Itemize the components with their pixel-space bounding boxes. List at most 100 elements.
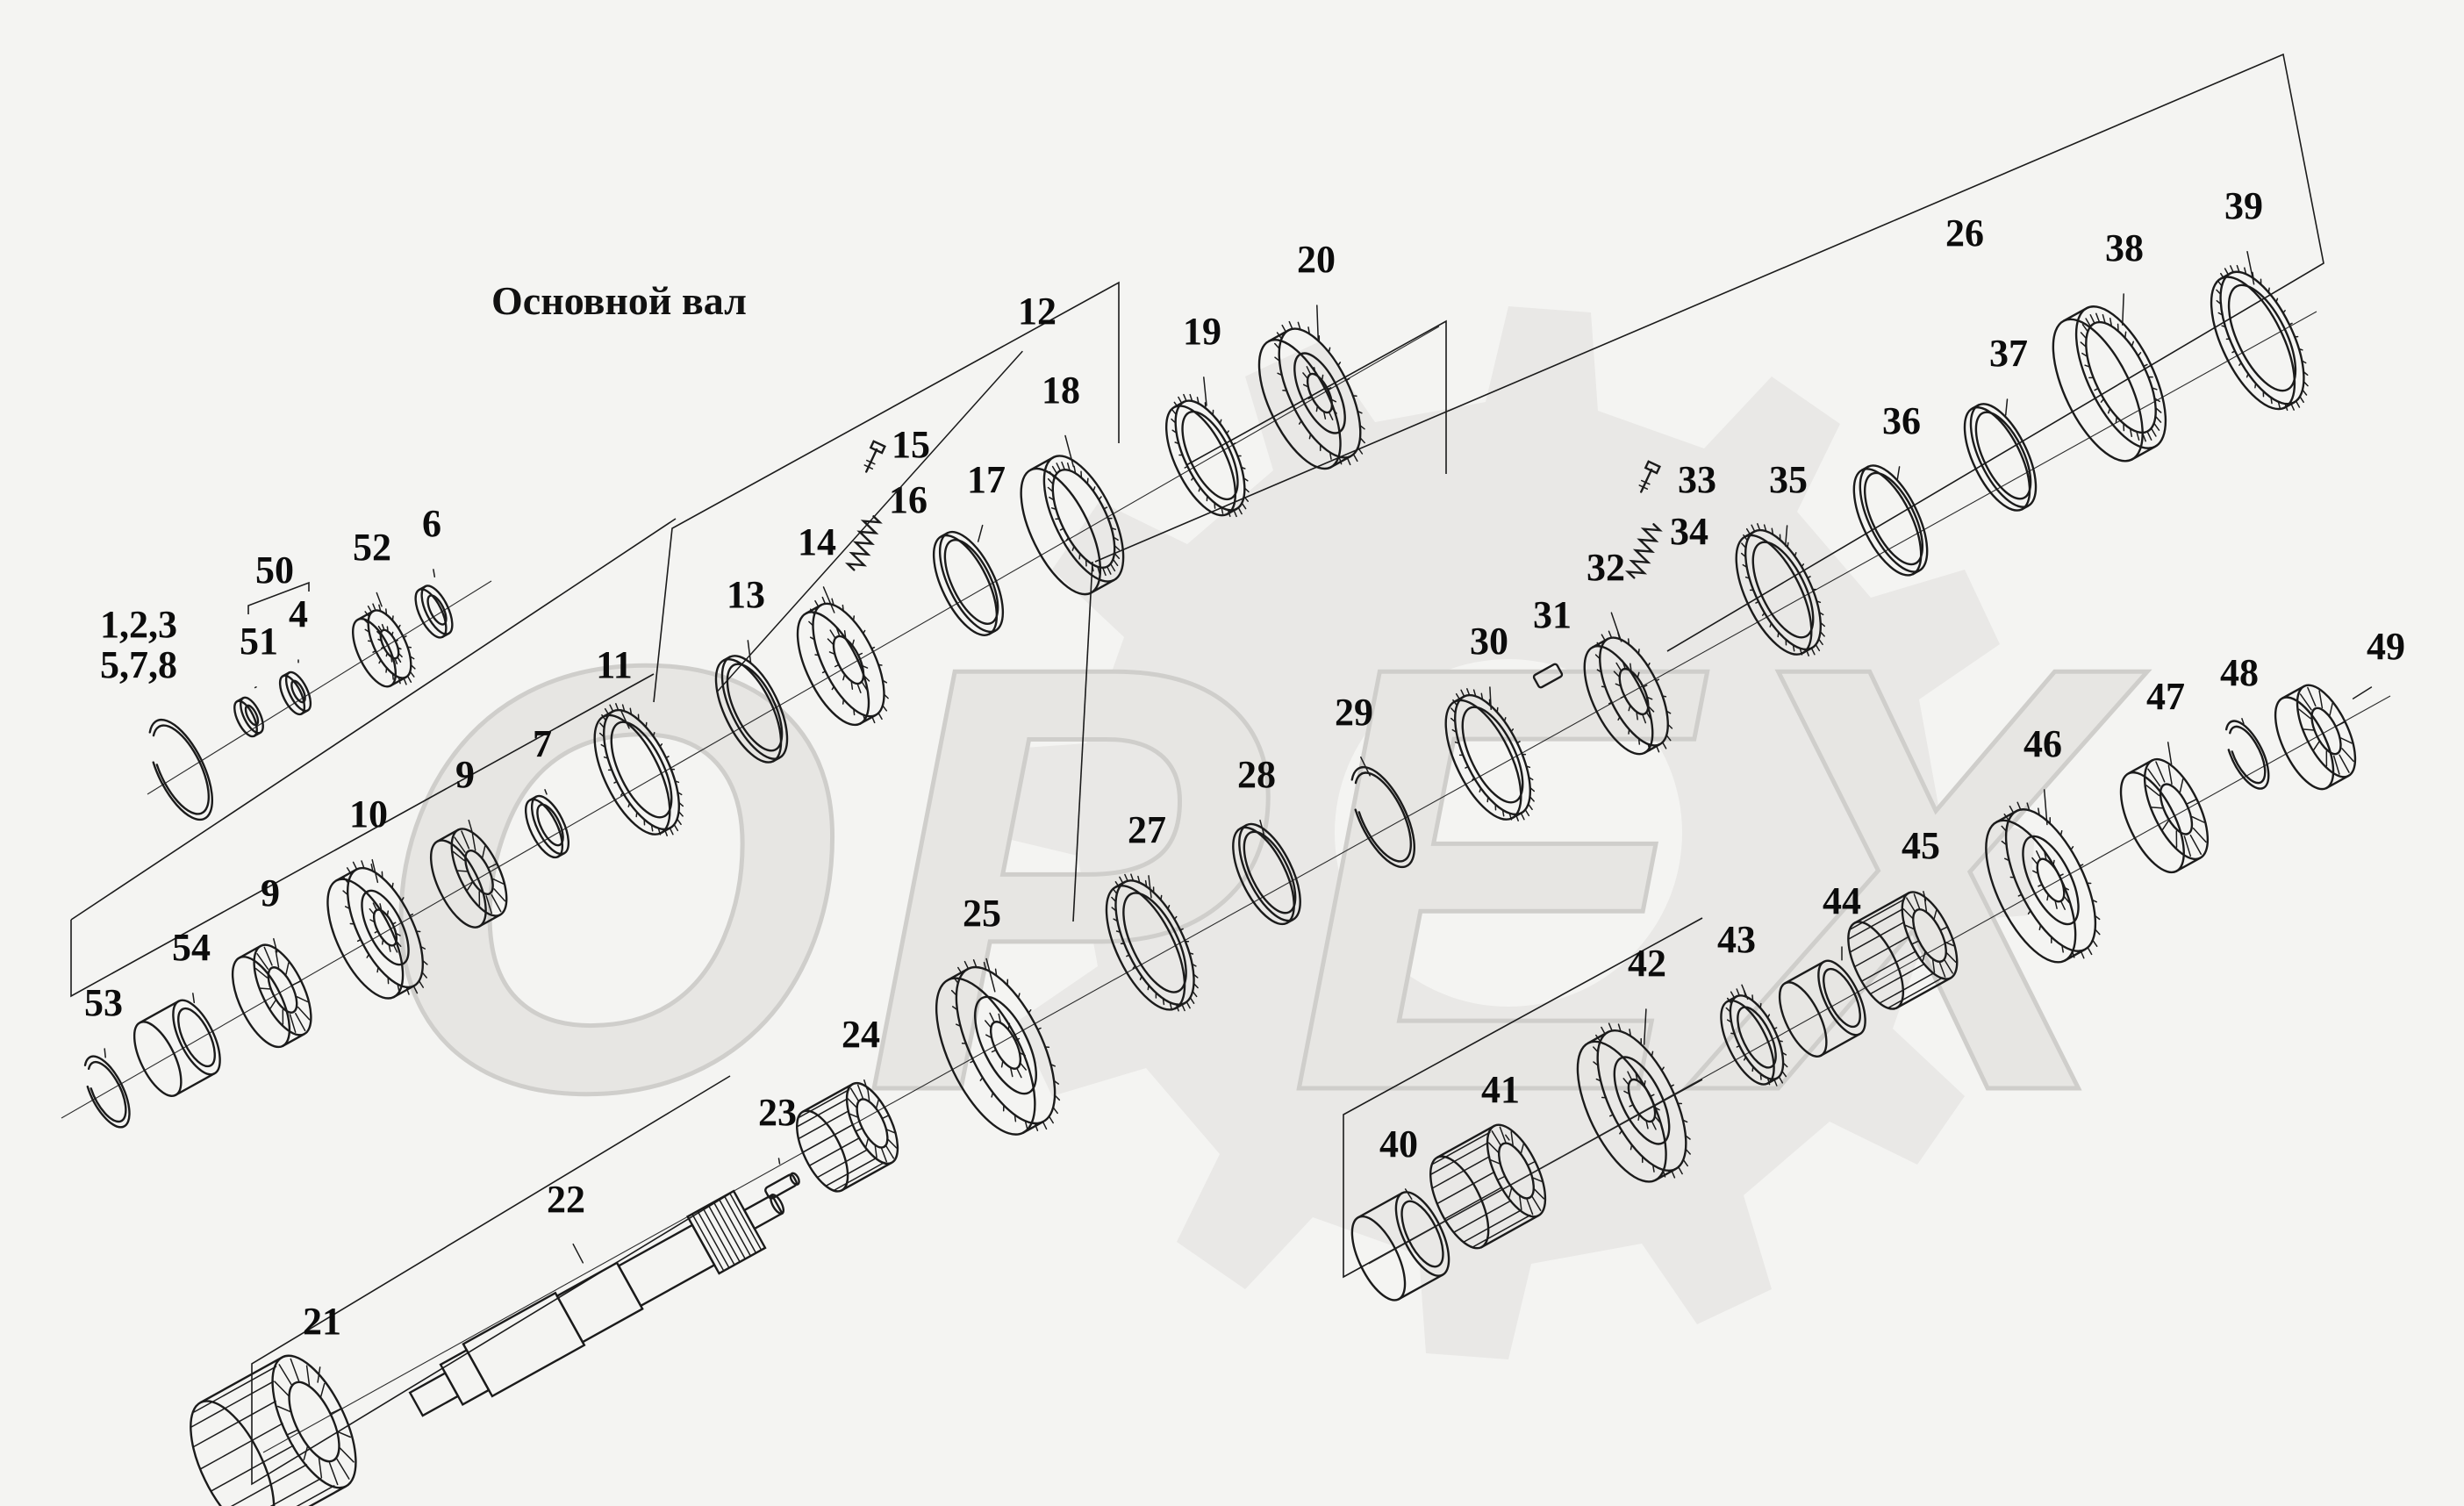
part-label-34: 34 — [1670, 510, 1708, 553]
part-24 — [796, 1081, 899, 1193]
part-label-11: 11 — [596, 643, 633, 686]
leader-line-40 — [1404, 1188, 1413, 1201]
leader-line-41 — [1505, 1134, 1510, 1141]
part-36 — [1852, 464, 1929, 577]
part-label-38: 38 — [2105, 226, 2144, 269]
part-label-6: 6 — [422, 502, 441, 545]
part-1 — [148, 718, 214, 821]
part-14 — [796, 596, 889, 727]
part-15 — [863, 440, 886, 473]
part-label-12: 12 — [1018, 290, 1057, 333]
part-18 — [1020, 455, 1125, 596]
part-40 — [1350, 1191, 1450, 1302]
part-label-4: 4 — [289, 592, 308, 635]
part-34 — [1624, 523, 1663, 579]
part-28 — [1232, 822, 1301, 926]
leader-line-6 — [433, 569, 436, 577]
part-11 — [593, 703, 684, 836]
watermark-gear-hole — [1335, 659, 1682, 1007]
part-label-49: 49 — [2367, 625, 2405, 668]
part-label-31: 31 — [1533, 593, 1572, 636]
part-label-19: 19 — [1183, 310, 1221, 353]
part-label-27: 27 — [1128, 808, 1166, 851]
part-label-18: 18 — [1042, 369, 1080, 412]
part-51 — [233, 696, 264, 738]
part-20 — [1257, 320, 1365, 470]
part-48 — [2224, 720, 2270, 790]
part-label-45: 45 — [1902, 824, 1940, 867]
frame-12 — [653, 281, 1120, 703]
leader-line-13 — [747, 640, 752, 663]
leader-line-23 — [777, 1158, 781, 1165]
part-17 — [932, 530, 1005, 636]
part-35 — [1735, 523, 1826, 656]
part-label-32: 32 — [1587, 546, 1625, 589]
part-label-41: 41 — [1481, 1068, 1520, 1111]
bracket-50 — [247, 581, 310, 614]
leader-line-54 — [192, 993, 196, 1004]
part-label-29: 29 — [1335, 691, 1373, 734]
leader-line-51 — [254, 686, 257, 689]
leader-line-39 — [2246, 250, 2255, 285]
part-13 — [714, 655, 789, 764]
labels-layer: 3938373635333432313029282725242322214948… — [84, 184, 2405, 1383]
watermark: OPEX — [369, 306, 2148, 1359]
leader-line-25 — [985, 957, 996, 993]
frame-left-lower — [70, 673, 655, 998]
leader-line-11 — [620, 709, 630, 729]
part-label-42: 42 — [1628, 942, 1666, 985]
leader-line-19 — [1203, 376, 1207, 406]
frame-26-left-edge — [1072, 561, 1093, 922]
part-label-43: 43 — [1717, 918, 1756, 961]
leader-line-14 — [822, 586, 835, 613]
part-label-14: 14 — [798, 520, 836, 563]
part-label-9b: 9 — [455, 753, 475, 796]
part-52 — [352, 603, 416, 688]
part-label-9a: 9 — [261, 871, 280, 914]
part-22 — [408, 1189, 785, 1417]
watermark-text: OPEX — [371, 541, 2148, 1217]
leader-line-45 — [1923, 891, 1927, 902]
part-label-30: 30 — [1470, 620, 1508, 663]
part-label-15: 15 — [892, 423, 930, 466]
leader-line-42 — [1643, 1008, 1647, 1045]
leader-line-35 — [1784, 525, 1788, 547]
leader-line-20 — [1316, 305, 1319, 340]
leader-line-37 — [2004, 398, 2009, 416]
part-label-54: 54 — [172, 926, 211, 969]
part-label-25: 25 — [963, 892, 1001, 935]
leader-line-9b — [468, 819, 474, 835]
part-33 — [1638, 460, 1661, 493]
part-9b — [429, 828, 508, 929]
part-27 — [1105, 873, 1199, 1012]
part-label-48: 48 — [2220, 651, 2259, 694]
leader-line-12 — [716, 350, 1023, 693]
leader-line-24 — [863, 1079, 868, 1090]
part-45 — [1847, 891, 1959, 1010]
part-label-40: 40 — [1379, 1122, 1418, 1165]
leader-line-52 — [376, 592, 383, 607]
leader-line-27 — [1148, 875, 1152, 899]
part-label-22: 22 — [547, 1178, 585, 1221]
part-label-20: 20 — [1297, 238, 1336, 281]
part-label-44: 44 — [1823, 879, 1861, 922]
leader-line-48 — [2241, 718, 2245, 725]
leader-line-53 — [104, 1048, 106, 1058]
part-53 — [83, 1055, 131, 1129]
frame-left-upper — [70, 518, 677, 921]
part-label-13: 13 — [727, 573, 765, 616]
leader-line-21 — [317, 1366, 321, 1383]
frame-21 — [251, 1075, 731, 1486]
part-31 — [1532, 663, 1564, 689]
part-label-51: 51 — [240, 620, 278, 663]
part-38 — [2052, 305, 2167, 463]
part-label-28: 28 — [1237, 753, 1276, 796]
part-label-23: 23 — [758, 1091, 797, 1134]
part-label-37: 37 — [1989, 332, 2028, 375]
part-label-36: 36 — [1882, 399, 1921, 442]
part-49 — [2274, 684, 2357, 791]
part-16 — [844, 515, 883, 571]
part-54 — [133, 999, 221, 1097]
leader-line-9a — [273, 937, 278, 953]
